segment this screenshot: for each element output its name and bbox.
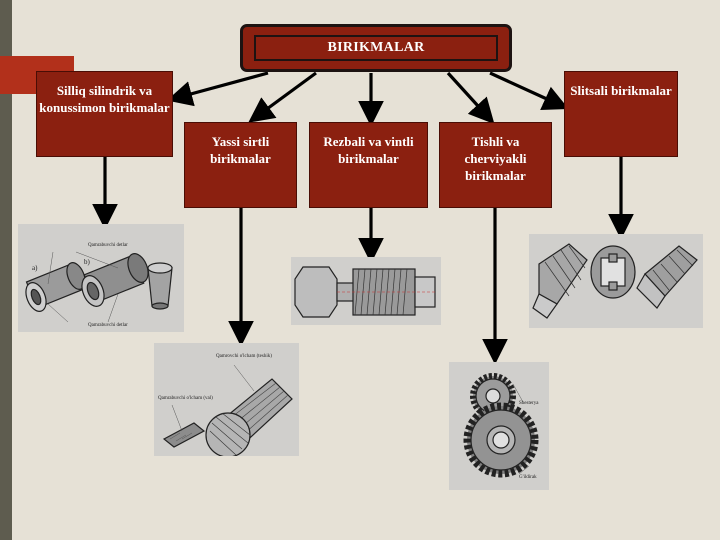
left-decor-bar: [0, 0, 12, 540]
illustration-gear-joint: Shesterya G'ildirak: [449, 362, 549, 490]
label-silliq-top: Qamrabuvchi detlar: [88, 243, 128, 248]
label-tishli-top: Shesterya: [519, 401, 539, 406]
category-slitsali: Slitsali birikmalar: [564, 71, 678, 157]
label-yassi-top: Qamrovchi o'lcham (teshik): [216, 354, 272, 359]
spline-shaft-right: [636, 245, 698, 309]
illustration-threaded-joint: [291, 257, 441, 325]
cylinder-a: [25, 262, 86, 312]
cylinder-b: [81, 253, 149, 307]
category-tishli: Tishli va cherviyakli birikmalar: [439, 122, 552, 208]
label-b: b): [84, 258, 91, 266]
label-yassi-left: Qamrabuvchi o'lcham (val): [158, 396, 213, 401]
title-box: BIRIKMALAR: [240, 24, 512, 72]
shaft-end: [205, 412, 251, 456]
category-rezbali: Rezbali va vintli birikmalar: [309, 122, 428, 208]
label-tishli-bottom: G'ildirak: [519, 475, 537, 480]
illustration-spline-joint: [529, 234, 703, 328]
illustration-cylindrical-joints: a) b) Qamrabuvchi detlar Qamrabuvchi det…: [18, 224, 184, 332]
category-yassi: Yassi sirtli birikmalar: [184, 122, 297, 208]
spline-shaft-left: [532, 243, 588, 319]
arrow-title-to-yassi: [248, 71, 317, 123]
arrow-title-to-slitsali: [489, 71, 569, 110]
illustration-key-joint: Qamrovchi o'lcham (teshik) Qamrabuvchi o…: [154, 343, 299, 456]
page-title: BIRIKMALAR: [254, 35, 498, 61]
category-silliq: Silliq silindrik va konussimon birikmala…: [36, 71, 173, 157]
large-gear: [463, 402, 539, 478]
label-a: a): [32, 264, 38, 272]
key-part: [162, 422, 206, 448]
cone-part: [147, 262, 173, 310]
label-silliq-bottom: Qamrabuvchi detlar: [88, 323, 128, 328]
arrow-title-to-tishli: [446, 71, 495, 125]
hex-nut: [294, 266, 338, 318]
arrow-title-to-silliq: [166, 71, 269, 107]
spline-hub: [590, 245, 636, 299]
